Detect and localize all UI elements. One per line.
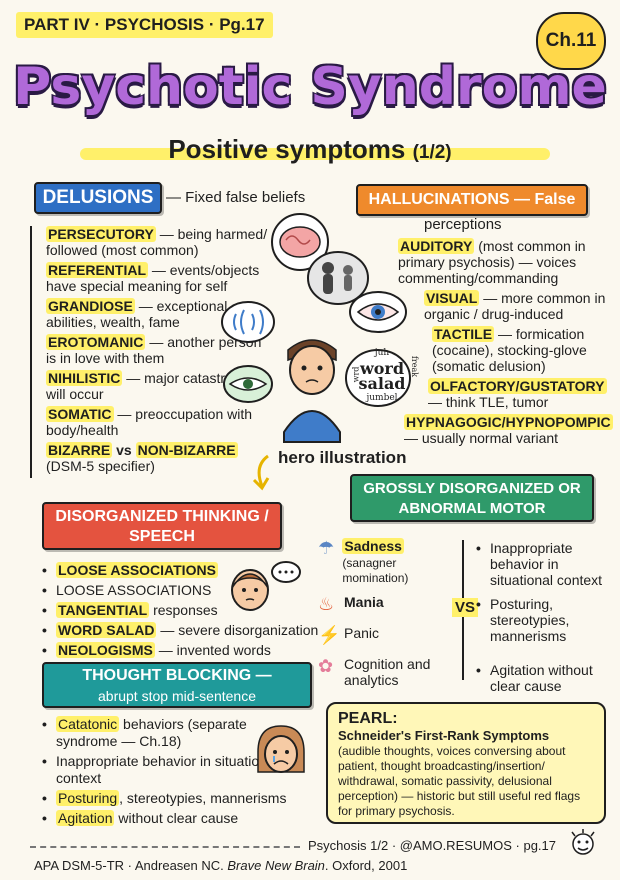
disorganized-item: WORD SALAD — severe disorganization bbox=[42, 622, 322, 639]
pearl-title: Schneider's First-Rank Symptoms bbox=[338, 728, 550, 743]
footer-nav: Psychosis 1/2 · @AMO.RESUMOS · pg.17 bbox=[308, 838, 556, 853]
motor-right: Inappropriate behavior in situational co… bbox=[476, 540, 614, 697]
delusion-item: SOMATIC — preoccupation with body/health bbox=[46, 406, 253, 438]
curved-arrow-icon bbox=[252, 454, 270, 491]
person-icon bbox=[283, 339, 341, 443]
footer-rule bbox=[30, 846, 300, 848]
hallucination-item: VISUAL — more common in organic / drug-i… bbox=[424, 290, 606, 322]
hallucinations-heading-cont: perceptions bbox=[424, 216, 502, 233]
thought-item: Catatonic behaviors (separate syndrome —… bbox=[42, 716, 312, 750]
rain-cloud-icon: ☂ bbox=[318, 538, 335, 558]
disorganized-item: NEOLOGISMS — invented words bbox=[42, 642, 322, 659]
pearl-box: PEARL: Schneider's First-Rank Symptoms (… bbox=[326, 702, 606, 824]
thought-item: Posturing, stereotypies, mannerisms bbox=[42, 790, 312, 807]
delusion-item: GRANDIOSE — exceptional abilities, wealt… bbox=[46, 298, 228, 330]
disorganized-list: LOOSE ASSOCIATIONS LOOSE ASSOCIATIONS TA… bbox=[42, 562, 322, 662]
hallucination-item: OLFACTORY/GUSTATORY — think TLE, tumor bbox=[428, 378, 607, 410]
hallucinations-ribbon: HALLUCINATIONS — False bbox=[356, 184, 588, 216]
hallucination-item: TACTILE — formication (cocaine), stockin… bbox=[432, 326, 587, 374]
lightning-icon: ⚡ bbox=[318, 625, 341, 645]
disorganized-thinking-ribbon: DISORGANIZED THINKING / SPEECH bbox=[42, 502, 282, 550]
distressed-person-icon bbox=[257, 725, 305, 773]
vs-label: VS bbox=[452, 598, 479, 617]
delusion-bizarre: BIZARRE vs NON-BIZARRE (DSM-5 specifier) bbox=[46, 442, 238, 474]
hallucination-item: AUDITORY (most common in primary psychos… bbox=[398, 238, 586, 286]
pearl-body: (audible thoughts, voices conversing abo… bbox=[338, 744, 581, 818]
hero-illustration bbox=[221, 213, 411, 443]
hero-caption: hero illustration bbox=[278, 448, 407, 467]
motor-left-item: ♨ Mania bbox=[318, 594, 384, 614]
word-salad-side-right: freak bbox=[410, 355, 420, 378]
page-title: Psychotic Syndrome bbox=[13, 57, 607, 117]
motor-right-item: Agitation without clear cause bbox=[476, 662, 614, 694]
hallucinations-list: AUDITORY (most common in primary psychos… bbox=[398, 238, 613, 450]
word-salad-bubble bbox=[345, 349, 411, 407]
motor-left: ☂ Sadness (sanagner momination) ♨ Mania … bbox=[318, 538, 458, 688]
shadow-figures-icon bbox=[307, 251, 369, 305]
eye-icon bbox=[349, 291, 407, 333]
confused-person-icon bbox=[231, 561, 301, 611]
motor-left-item: ✿ Cognition and analytics bbox=[318, 656, 431, 688]
disorganized-item: LOOSE ASSOCIATIONS bbox=[42, 562, 322, 579]
disorganized-item: TANGENTIAL responses bbox=[42, 602, 322, 619]
hallucination-item: HYPNAGOGIC/HYPNOPOMPIC — usually normal … bbox=[404, 414, 613, 446]
delusions-definition: — Fixed false beliefs bbox=[166, 189, 306, 206]
motor-left-item: ⚡ Panic bbox=[318, 625, 380, 645]
chapter-badge: Ch.11 bbox=[536, 12, 606, 70]
thought-item: Agitation without clear cause bbox=[42, 810, 312, 827]
thought-blocking-ribbon: THOUGHT BLOCKING — abrupt stop mid-sente… bbox=[42, 662, 312, 708]
pearl-heading: PEARL: bbox=[338, 710, 398, 727]
sound-wave-icon bbox=[221, 301, 275, 343]
motor-right-item: Posturing, stereotypies, mannerisms bbox=[476, 596, 614, 644]
page-subtitle: Positive symptoms (1/2) bbox=[168, 134, 452, 164]
delusion-item: PERSECUTORY — being harmed/ followed (mo… bbox=[46, 226, 268, 258]
footer-citation: APA DSM-5-TR · Andreasen NC. Brave New B… bbox=[34, 858, 408, 873]
brain-icon: ✿ bbox=[318, 656, 334, 676]
delusion-item: REFERENTIAL — events/objects have specia… bbox=[46, 262, 260, 294]
delusions-list: PERSECUTORY — being harmed/ followed (mo… bbox=[30, 226, 268, 478]
thought-item: Inappropriate behavior in situational co… bbox=[42, 753, 312, 787]
word-salad-text: juh word salad jumbel bbox=[358, 348, 406, 403]
word-salad-side-left: wrd bbox=[351, 366, 361, 383]
flame-icon: ♨ bbox=[318, 594, 335, 614]
motor-right-item: Inappropriate behavior in situational co… bbox=[476, 540, 614, 588]
part-label: PART IV · PSYCHOSIS · Pg.17 bbox=[16, 12, 273, 38]
motor-left-item: ☂ Sadness (sanagner momination) bbox=[318, 538, 409, 585]
watching-eye-icon bbox=[223, 365, 273, 403]
subtitle-highlight bbox=[80, 148, 550, 160]
disorganized-item: LOOSE ASSOCIATIONS bbox=[42, 582, 322, 599]
delusions-ribbon: DELUSIONS bbox=[34, 182, 162, 214]
thought-blocking-list: Catatonic behaviors (separate syndrome —… bbox=[42, 716, 312, 830]
doodle-face-icon bbox=[571, 829, 595, 855]
brain-icon bbox=[271, 213, 329, 271]
motor-ribbon: GROSSLY DISORGANIZED OR ABNORMAL MOTOR bbox=[350, 474, 594, 522]
